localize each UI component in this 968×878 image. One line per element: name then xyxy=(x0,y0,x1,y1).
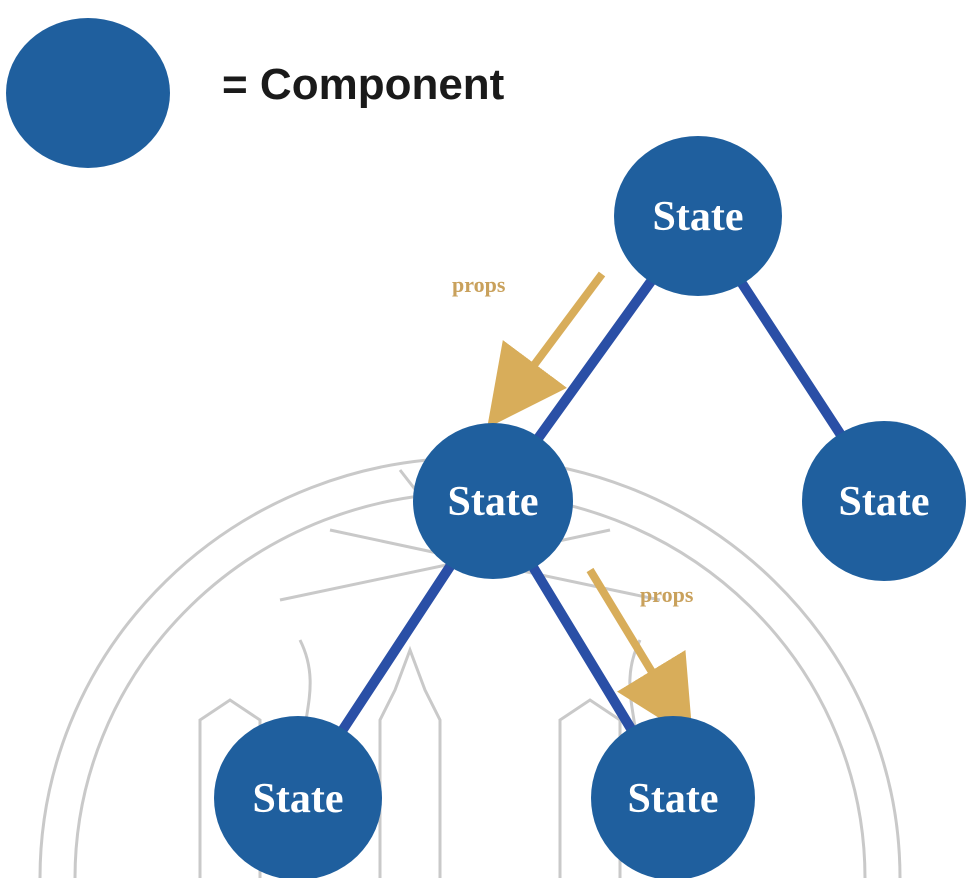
props-arrow-2 xyxy=(586,567,693,740)
node-root xyxy=(614,136,782,296)
node-bottom-left xyxy=(214,716,382,878)
props-label-2: props xyxy=(640,582,694,607)
node-middle-left xyxy=(413,423,573,579)
node-label-middle-left: State xyxy=(448,479,539,525)
props-label-1: props xyxy=(452,272,506,297)
legend-label: = Component xyxy=(222,60,505,109)
node-label-bottom-right: State xyxy=(628,776,719,822)
node-middle-right xyxy=(802,421,966,581)
node-label-bottom-left: State xyxy=(253,776,344,822)
props-arrow-1 xyxy=(487,271,606,429)
node-label-root: State xyxy=(653,194,744,240)
node-label-middle-right: State xyxy=(839,479,930,525)
legend-component-circle xyxy=(6,18,170,168)
node-bottom-right xyxy=(591,716,755,878)
